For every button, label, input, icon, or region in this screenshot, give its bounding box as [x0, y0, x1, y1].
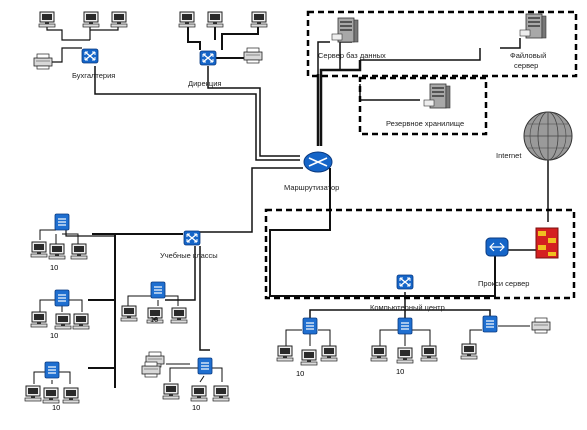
- computer-icon: [206, 11, 224, 28]
- switch-icon: [183, 230, 201, 246]
- computer-icon: [62, 387, 80, 404]
- backup-storage-label: Резервное хранилище: [386, 119, 464, 128]
- hub-icon: [302, 317, 318, 335]
- file-server: Файловый сервер: [510, 13, 547, 70]
- classes-cluster: Учебные классы: [160, 230, 218, 260]
- router-label: Маршрутизатор: [284, 183, 339, 192]
- internet-label: Internet: [496, 151, 522, 160]
- proxy-label: Прокси сервер: [478, 279, 529, 288]
- computer-icon: [30, 241, 48, 258]
- directorate-cluster: Дирекция: [178, 11, 268, 88]
- backup-storage: Резервное хранилище: [386, 83, 464, 128]
- server-group-boundary: [306, 10, 578, 78]
- count-label: 10: [192, 403, 200, 412]
- computer-icon: [320, 345, 338, 362]
- computer-icon: [276, 345, 294, 362]
- switch-icon: [199, 50, 217, 66]
- directorate-label: Дирекция: [188, 79, 221, 88]
- hub-icon: [482, 315, 498, 333]
- hub-icon: [44, 361, 60, 379]
- printer-icon: [141, 361, 161, 378]
- classes-label: Учебные классы: [160, 251, 218, 260]
- classroom-group-1: 10: [30, 213, 88, 272]
- file-server-label-line2: сервер: [514, 61, 538, 70]
- count-label: 10: [50, 263, 58, 272]
- computer-icon: [178, 11, 196, 28]
- computer-center-label: Компьютерный центр: [370, 303, 445, 312]
- printer-icon: [33, 53, 53, 70]
- computer-center: Компьютерный центр: [370, 274, 445, 312]
- computer-icon: [190, 385, 208, 402]
- count-label: 10: [52, 403, 60, 412]
- hub-icon: [54, 213, 70, 231]
- computer-icon: [54, 313, 72, 330]
- computer-icon: [48, 243, 66, 260]
- count-label: 10: [296, 369, 304, 378]
- db-server: Сервер баз данных: [318, 17, 386, 60]
- printer-icon: [243, 47, 263, 64]
- firewall: [535, 227, 559, 259]
- db-server-label: Сервер баз данных: [318, 51, 386, 60]
- computer-center-boundary: [264, 208, 576, 300]
- computer-icon: [30, 311, 48, 328]
- cc-group-3: [460, 315, 551, 360]
- hub-icon: [54, 289, 70, 307]
- file-server-label-line1: Файловый: [510, 51, 546, 60]
- count-label: 10: [150, 315, 158, 324]
- computer-icon: [42, 387, 60, 404]
- server-icon: [519, 13, 547, 39]
- server-icon: [331, 17, 359, 43]
- switch-icon: [396, 274, 414, 290]
- count-label: 10: [50, 331, 58, 340]
- hub-icon: [397, 317, 413, 335]
- router: Маршрутизатор: [284, 151, 339, 192]
- computer-icon: [162, 383, 180, 400]
- classroom-group-4: 10: [120, 281, 188, 324]
- computer-icon: [370, 345, 388, 362]
- computer-icon: [72, 313, 90, 330]
- proxy-server: Прокси сервер: [478, 237, 529, 288]
- count-label: 10: [396, 367, 404, 376]
- computer-icon: [250, 11, 268, 28]
- switch-icon: [81, 48, 99, 64]
- computer-icon: [82, 11, 100, 28]
- hub-icon: [150, 281, 166, 299]
- computer-icon: [24, 385, 42, 402]
- accounting-label: Бухгалтерия: [72, 71, 115, 80]
- cc-group-1: 10: [276, 317, 338, 378]
- computer-icon: [300, 349, 318, 366]
- classroom-group-5: 10: [141, 351, 230, 412]
- classroom-group-2: 10: [30, 289, 90, 340]
- printer-icon: [531, 317, 551, 334]
- accounting-cluster: Бухгалтерия: [33, 11, 128, 80]
- server-icon: [423, 83, 451, 109]
- computer-icon: [170, 307, 188, 324]
- hub-icon: [197, 357, 213, 375]
- computer-icon: [38, 11, 56, 28]
- classroom-group-3: 10: [24, 361, 80, 412]
- computer-icon: [420, 345, 438, 362]
- computer-icon: [460, 343, 478, 360]
- internet-globe: Internet: [496, 111, 573, 161]
- computer-icon: [110, 11, 128, 28]
- computer-icon: [70, 243, 88, 260]
- cc-group-2: 10: [370, 317, 438, 376]
- computer-icon: [212, 385, 230, 402]
- backup-group-boundary: [358, 76, 488, 136]
- computer-icon: [120, 305, 138, 322]
- computer-icon: [396, 347, 414, 364]
